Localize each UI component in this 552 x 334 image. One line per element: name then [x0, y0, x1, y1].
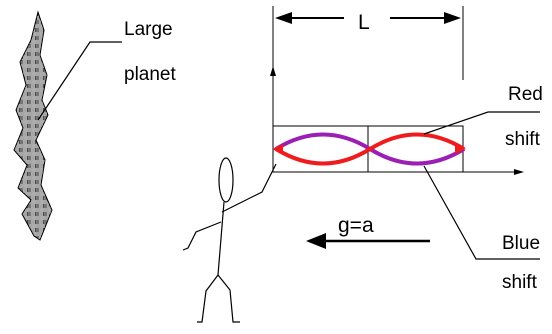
observer-right-arm	[221, 163, 277, 213]
observer-head	[218, 157, 234, 203]
observer-figure	[182, 157, 277, 323]
blue-shift-label-line2: shift	[502, 272, 538, 293]
blue-shift-leader	[423, 165, 540, 260]
red-shift-label-line1: Red	[508, 84, 543, 105]
length-label: L	[358, 11, 370, 34]
planet-surface	[13, 10, 53, 241]
wave-right-arrowhead	[455, 144, 466, 154]
observer-left-arm	[182, 221, 222, 251]
observer-torso	[217, 201, 225, 276]
axes	[270, 66, 524, 175]
planet-label-line1: Large	[124, 19, 173, 40]
red-shift-label-line2: shift	[505, 129, 541, 150]
red-shift-leader	[423, 111, 540, 135]
planet-label-line2: planet	[124, 64, 176, 85]
planet	[13, 10, 53, 241]
wave-left-arrowhead	[272, 144, 283, 154]
length-dimension	[272, 6, 464, 80]
blue-shift-label-line1: Blue	[502, 233, 540, 254]
gravity-arrow-head	[306, 233, 326, 249]
planet-leader-line	[37, 41, 122, 121]
gravity-label: g=a	[338, 214, 374, 237]
observer-right-leg	[217, 274, 240, 323]
observer-left-leg	[197, 274, 219, 323]
red-wave	[274, 132, 466, 166]
